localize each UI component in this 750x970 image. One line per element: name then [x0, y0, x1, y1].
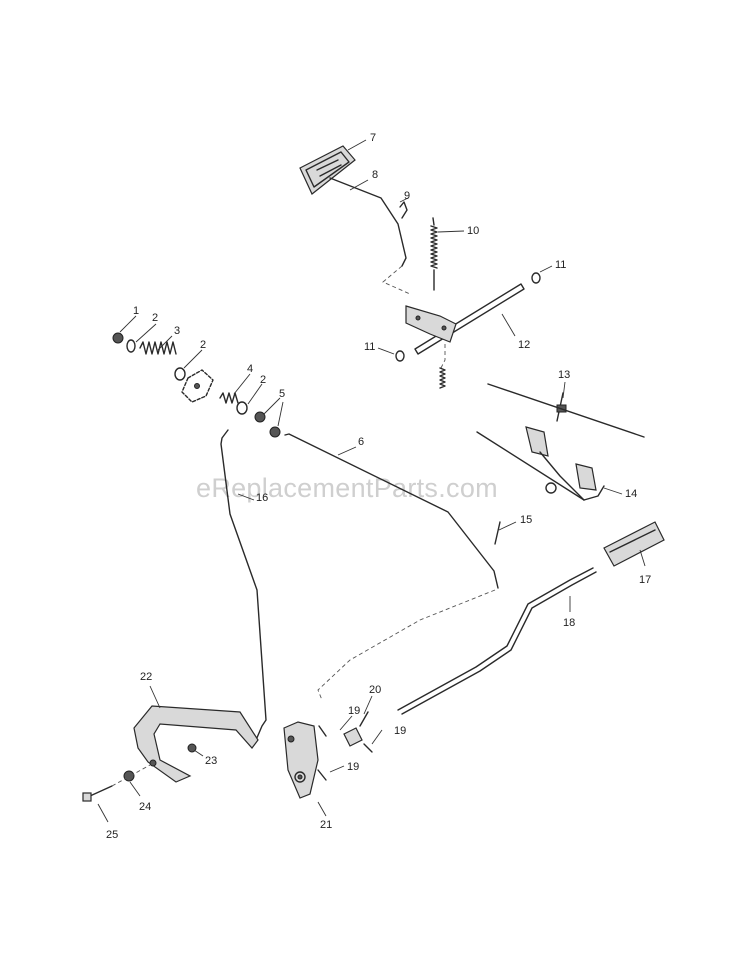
part-3-spring [139, 341, 177, 355]
callout-19: 19 [394, 725, 406, 737]
part-19-pin-b [363, 743, 373, 753]
callout-13: 13 [558, 369, 570, 381]
watermark-text: eReplacementParts.com [196, 473, 498, 503]
part-8-pedal-arm [329, 177, 407, 267]
callout-4: 4 [247, 363, 253, 375]
callout-11: 11 [364, 341, 375, 353]
callout-2: 2 [152, 312, 158, 324]
dash-bolt [111, 764, 151, 787]
part-20-clevis [343, 711, 369, 747]
part-18-pedal-arm [397, 567, 597, 715]
dash-rod-to-plate [317, 589, 496, 701]
part-9-clip [399, 201, 408, 219]
part-5-nuts [254, 411, 281, 438]
part-13-screw [556, 392, 567, 422]
leader-lines [97, 139, 646, 823]
part-7-pedal-pad [299, 145, 356, 195]
callout-labels: 1 2 3 2 4 2 5 6 7 8 9 10 11 12 11 13 14 … [106, 132, 651, 841]
part-24-washer [123, 770, 135, 782]
callout-19: 19 [348, 705, 360, 717]
washer-plate [181, 369, 214, 403]
part-2-washer-a [126, 339, 136, 353]
callout-12: 12 [518, 339, 530, 351]
callout-1: 1 [133, 305, 139, 317]
part-22-bracket [133, 705, 259, 783]
part-15-pin [494, 521, 501, 545]
part-11-washer-right [531, 272, 541, 284]
part-16-rod [220, 429, 267, 747]
part-6-rod [284, 433, 499, 589]
part-1-nut [112, 332, 124, 344]
callout-5: 5 [279, 388, 285, 400]
callout-2: 2 [200, 339, 206, 351]
part-4-bushing [219, 392, 239, 404]
callout-6: 6 [358, 436, 364, 448]
part-2-washer-c [236, 401, 248, 415]
callout-17: 17 [639, 574, 651, 586]
part-25-bolt [82, 785, 113, 802]
callout-2: 2 [260, 374, 266, 386]
callout-23: 23 [205, 755, 217, 767]
part-21-pivot-plate [283, 721, 319, 799]
callout-3: 3 [174, 325, 180, 337]
callout-16: 16 [256, 492, 268, 504]
part-10-spring [430, 217, 438, 291]
callout-7: 7 [370, 132, 376, 144]
callout-8: 8 [372, 169, 378, 181]
part-11-washer-left [395, 350, 405, 362]
part-12-cross-shaft [405, 283, 525, 389]
callout-11: 11 [555, 259, 566, 271]
callout-10: 10 [467, 225, 479, 237]
callout-22: 22 [140, 671, 152, 683]
callout-21: 21 [320, 819, 332, 831]
part-17-pedal-pad [603, 521, 665, 567]
part-14-frame-brackets [476, 383, 645, 501]
callout-24: 24 [139, 801, 151, 813]
callout-9: 9 [404, 190, 410, 202]
callout-18: 18 [563, 617, 575, 629]
callout-14: 14 [625, 488, 637, 500]
part-19-pin-c [317, 769, 327, 781]
callout-20: 20 [369, 684, 381, 696]
part-2-washer-b [174, 367, 186, 381]
part-19-pin-a [318, 725, 327, 737]
callout-25: 25 [106, 829, 118, 841]
callout-19: 19 [347, 761, 359, 773]
dash-pedal-to-bracket [382, 265, 411, 295]
callout-15: 15 [520, 514, 532, 526]
